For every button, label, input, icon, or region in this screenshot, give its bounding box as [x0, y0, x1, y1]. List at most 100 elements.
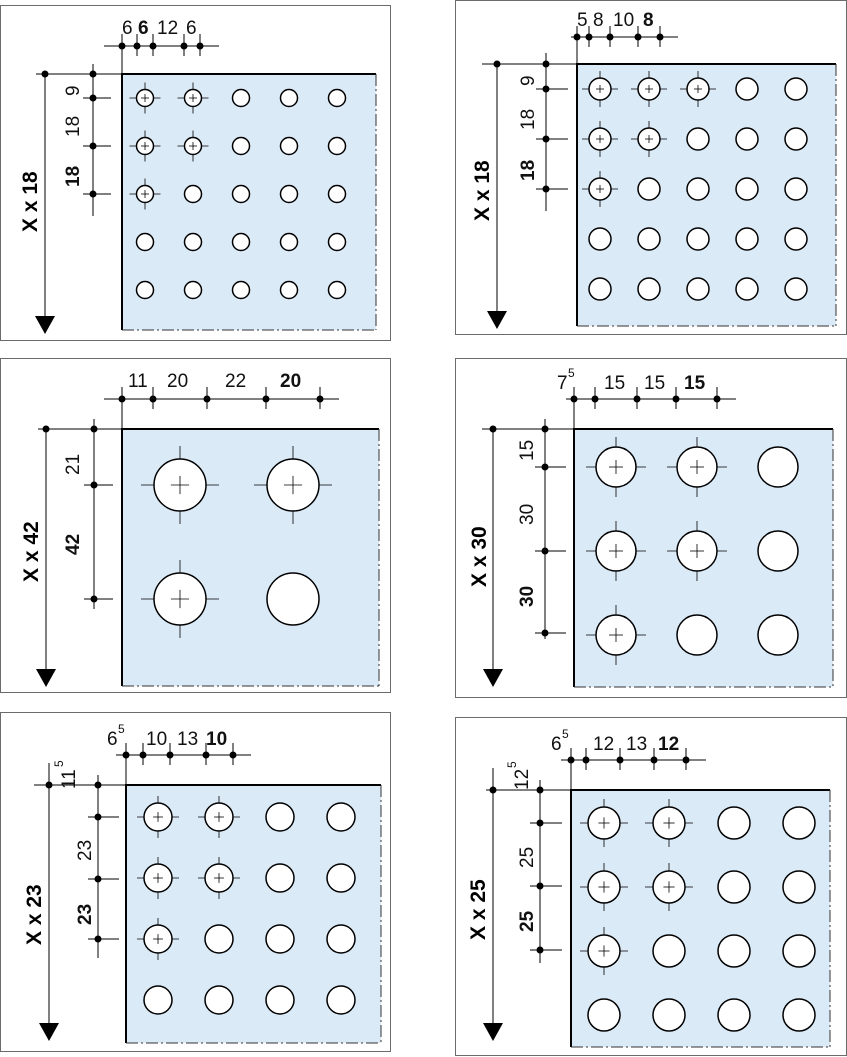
perforation-hole	[735, 127, 759, 151]
top-dim-sup: 5	[562, 727, 569, 741]
axis-label: X x 25	[467, 879, 490, 940]
perforation-hole	[735, 227, 759, 251]
perforation-hole	[204, 924, 234, 954]
hole-grid	[582, 71, 808, 301]
top-dim-label: 5	[577, 10, 588, 31]
top-dim-label: 12	[593, 734, 614, 755]
perforation-hole	[265, 985, 295, 1015]
top-dim-sup: 5	[118, 722, 125, 736]
side-dim-label: 15	[517, 440, 538, 461]
perforation-hole	[782, 934, 816, 968]
pattern-panel-4: 7 5 15 15 15 15 30 30 X x 30	[455, 358, 847, 698]
perforation-hole	[735, 77, 759, 101]
top-dim-label: 20	[280, 371, 301, 392]
top-dim-label: 15	[684, 373, 706, 394]
pattern-drawing: 6 6 12 6 9 18 18 X x 18	[19, 18, 377, 334]
perforation-hole	[231, 232, 251, 252]
perforation-hole	[265, 924, 295, 954]
perforation-hole	[327, 280, 347, 300]
perforation-hole	[135, 280, 155, 300]
side-dim-label: 23	[75, 904, 96, 925]
perforation-hole	[326, 985, 356, 1015]
perforation-hole	[279, 184, 299, 204]
top-dim-label: 15	[644, 373, 665, 394]
perforation-hole	[686, 177, 710, 201]
perforation-hole	[231, 280, 251, 300]
top-dim-label: 20	[167, 371, 188, 392]
perforation-hole	[782, 806, 816, 840]
perforation-hole	[143, 985, 173, 1015]
perforation-hole	[231, 184, 251, 204]
perforation-hole	[588, 277, 612, 301]
perforation-hole	[686, 127, 710, 151]
perforation-hole	[265, 863, 295, 893]
top-dim-label: 6	[107, 729, 118, 750]
axis-label: X x 18	[471, 160, 494, 221]
perforation-hole	[326, 863, 356, 893]
perforation-hole	[784, 227, 808, 251]
top-dim-label: 6	[122, 18, 133, 39]
perforation-hole	[652, 934, 686, 968]
side-dim-sup: 5	[505, 761, 519, 768]
perforation-hole	[327, 136, 347, 156]
hole-grid	[137, 796, 356, 1015]
perforation-hole	[266, 572, 320, 626]
perforation-hole	[327, 232, 347, 252]
perforation-hole	[784, 127, 808, 151]
perforation-hole	[279, 88, 299, 108]
top-dim-label: 8	[593, 10, 604, 31]
top-dim-label: 13	[177, 729, 198, 750]
top-dim-label: 10	[206, 729, 227, 750]
top-dim-sup: 5	[568, 366, 575, 380]
pattern-panel-5: 6 5 10 13 10 11 5 23 23 X x 23	[0, 712, 391, 1052]
top-dim-label: 6	[138, 18, 149, 39]
pattern-panel-1: 6 6 12 6 9 18 18 X x 18	[0, 5, 391, 341]
perforation-hole	[735, 177, 759, 201]
side-dim-label: 21	[63, 454, 84, 475]
axis-label: X x 30	[468, 526, 491, 587]
top-dim-label: 10	[146, 729, 167, 750]
perforation-hole	[717, 870, 751, 904]
side-dim-label: 25	[517, 847, 538, 868]
pattern-drawing: 6 5 10 13 10 11 5 23 23 X x 23	[23, 722, 382, 1044]
top-dim-label: 12	[157, 18, 178, 39]
pattern-panel-2: 5 8 10 8 9 18 18 X x 18	[455, 0, 847, 335]
pattern-panel-3: 11 20 22 20 21 42 X x 42	[0, 358, 391, 693]
perforation-hole	[717, 934, 751, 968]
hole-grid	[141, 446, 332, 638]
side-dim-label: 12	[512, 769, 533, 790]
perforation-hole	[326, 924, 356, 954]
top-dim-label: 6	[186, 18, 197, 39]
perforation-hole	[231, 88, 251, 108]
pattern-drawing: 5 8 10 8 9 18 18 X x 18	[471, 10, 837, 329]
perforation-hole	[279, 136, 299, 156]
side-dim-label: 18	[518, 109, 539, 130]
side-dim-label: 18	[518, 160, 539, 181]
side-dim-label: 18	[63, 166, 84, 187]
perforation-hole	[588, 227, 612, 251]
side-dim-label: 30	[517, 504, 538, 525]
side-dim-label: 9	[518, 75, 539, 86]
pattern-drawing: 11 20 22 20 21 42 X x 42	[20, 371, 380, 687]
perforation-hole	[686, 277, 710, 301]
perforation-hole	[784, 77, 808, 101]
pattern-drawing: 7 5 15 15 15 15 30 30 X x 30	[468, 366, 834, 688]
top-dim-label: 15	[604, 373, 625, 394]
top-dim-label: 10	[613, 10, 634, 31]
perforation-hole	[637, 177, 661, 201]
perforation-hole	[637, 227, 661, 251]
top-dim-label: 13	[626, 734, 647, 755]
perforation-hole	[326, 802, 356, 832]
top-dim-label: 11	[128, 371, 148, 392]
side-dim-label: 42	[63, 534, 84, 555]
perforation-hole	[757, 446, 799, 488]
side-dim-label: 23	[75, 840, 96, 861]
axis-label: X x 42	[20, 521, 43, 582]
perforation-hole	[183, 184, 203, 204]
hole-grid	[580, 799, 816, 1032]
perforation-hole	[784, 277, 808, 301]
perforation-hole	[782, 998, 816, 1032]
axis-label: X x 23	[23, 884, 46, 945]
perforation-hole	[135, 232, 155, 252]
perforation-hole	[183, 232, 203, 252]
